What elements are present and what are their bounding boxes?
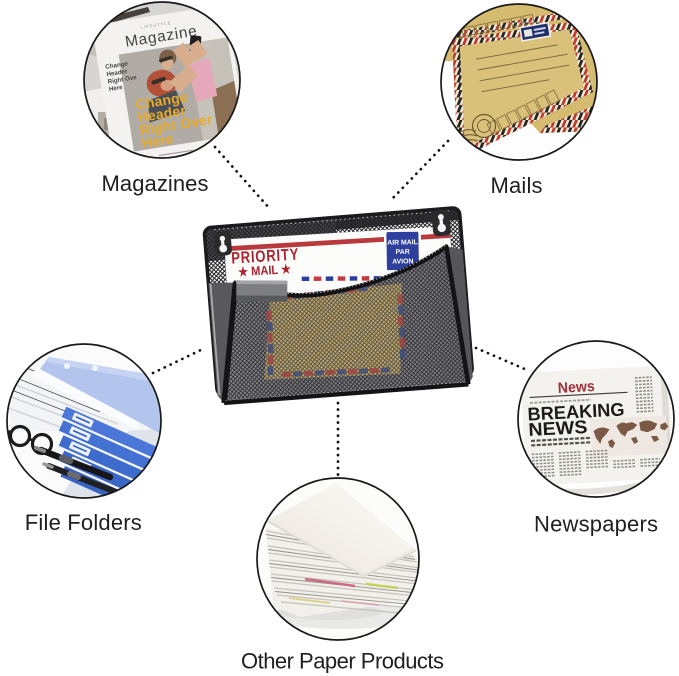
svg-text:PAR: PAR <box>396 249 410 256</box>
svg-text:File Folders: File Folders <box>25 510 142 535</box>
svg-text:LIFESTYLE: LIFESTYLE <box>140 20 172 30</box>
svg-text:Change Header Righ: Change Header Right Ove Here <box>105 59 140 93</box>
svg-text:Mails: Mails <box>491 173 543 198</box>
svg-text:NEWS: NEWS <box>528 416 588 440</box>
svg-text:Newspapers: Newspapers <box>534 512 658 537</box>
svg-text:News: News <box>557 378 595 397</box>
svg-text:Other Paper Products: Other Paper Products <box>241 649 444 674</box>
svg-text:AIR MAIL: AIR MAIL <box>387 239 418 246</box>
svg-text:★ MAIL ★: ★ MAIL ★ <box>238 262 292 279</box>
svg-text:AVION: AVION <box>392 258 413 265</box>
svg-text:Magazines: Magazines <box>102 171 209 196</box>
svg-text:PRIORITY: PRIORITY <box>231 246 300 268</box>
